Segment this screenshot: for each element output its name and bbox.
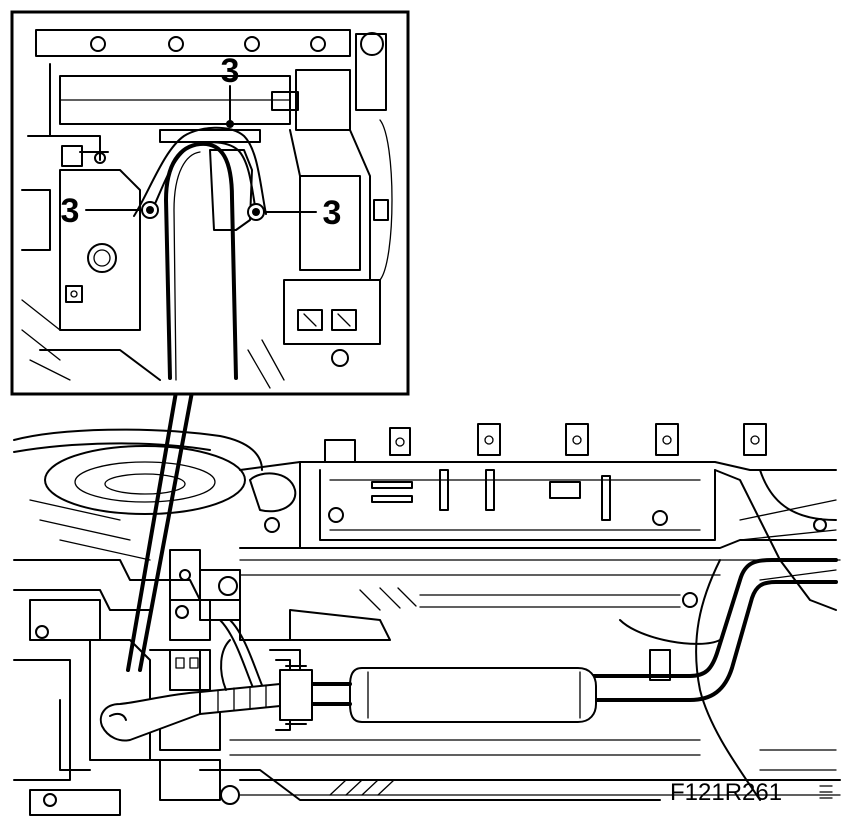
figure-id: F121R261 — [670, 779, 782, 806]
wheel-arch — [13, 428, 263, 561]
callout-3-top: 3 — [221, 52, 240, 90]
callout-3-right: 3 — [323, 194, 342, 232]
detail-leader-right — [138, 390, 194, 672]
figure-id-mark — [819, 785, 833, 799]
front-subframe — [13, 549, 391, 816]
underbody-view — [13, 390, 841, 816]
body-rail — [239, 423, 837, 549]
callout-3-left: 3 — [61, 192, 80, 230]
exhaust-system — [99, 558, 838, 742]
detail-inset: 3 3 3 — [10, 10, 410, 396]
rear-suspension — [619, 469, 837, 801]
detail-leader-left — [126, 390, 178, 672]
